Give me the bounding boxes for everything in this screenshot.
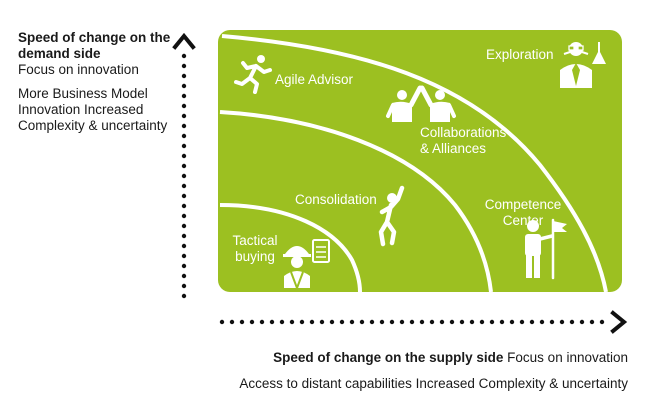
zone-exploration: Exploration <box>486 47 554 62</box>
zone-agile-advisor: Agile Advisor <box>275 72 354 87</box>
scientist-icon <box>560 42 606 88</box>
zone-tactical-buying: Tactical buying <box>224 233 286 265</box>
x-axis <box>219 319 605 325</box>
worker-checklist-icon <box>283 239 330 289</box>
x-axis-description: Access to distant capabilities Increased… <box>239 376 628 391</box>
y-axis <box>181 53 187 299</box>
y-axis-title: Speed of change on the demand side <box>18 30 171 61</box>
zone-collaborations-line2: & Alliances <box>420 141 487 156</box>
arc-middle <box>219 110 493 293</box>
zone-collaborations: Collaborations & Alliances <box>420 125 506 157</box>
zone-arcs <box>219 34 608 293</box>
arc-outer <box>221 34 608 293</box>
flag-person-icon <box>525 218 567 280</box>
zone-collaborations-line1: Collaborations <box>420 125 507 140</box>
x-axis-title: Speed of change on the supply side <box>273 350 504 365</box>
y-axis-arrowhead <box>172 32 196 50</box>
y-axis-label: Speed of change on the demand side Focus… <box>18 30 178 134</box>
zone-consolidation: Consolidation <box>295 192 377 207</box>
zone-competence-line2: Center <box>502 213 544 228</box>
zone-tactical-line2: buying <box>235 249 275 264</box>
arc-inner <box>219 203 362 293</box>
x-axis-arrowhead <box>610 310 628 334</box>
zone-competence-line1: Competence <box>484 197 562 212</box>
x-axis-label: Speed of change on the supply side Focus… <box>208 350 628 392</box>
y-axis-subtitle: Focus on innovation <box>18 62 139 77</box>
zone-competence-center: Competence Center <box>481 197 565 229</box>
x-axis-subtitle: Focus on innovation <box>507 350 628 365</box>
jumping-person-icon <box>378 185 405 247</box>
zone-tactical-line1: Tactical <box>232 233 278 248</box>
y-axis-description: More Business Model Innovation Increased… <box>18 86 168 133</box>
runner-icon <box>234 55 272 94</box>
high-five-icon <box>386 85 456 122</box>
